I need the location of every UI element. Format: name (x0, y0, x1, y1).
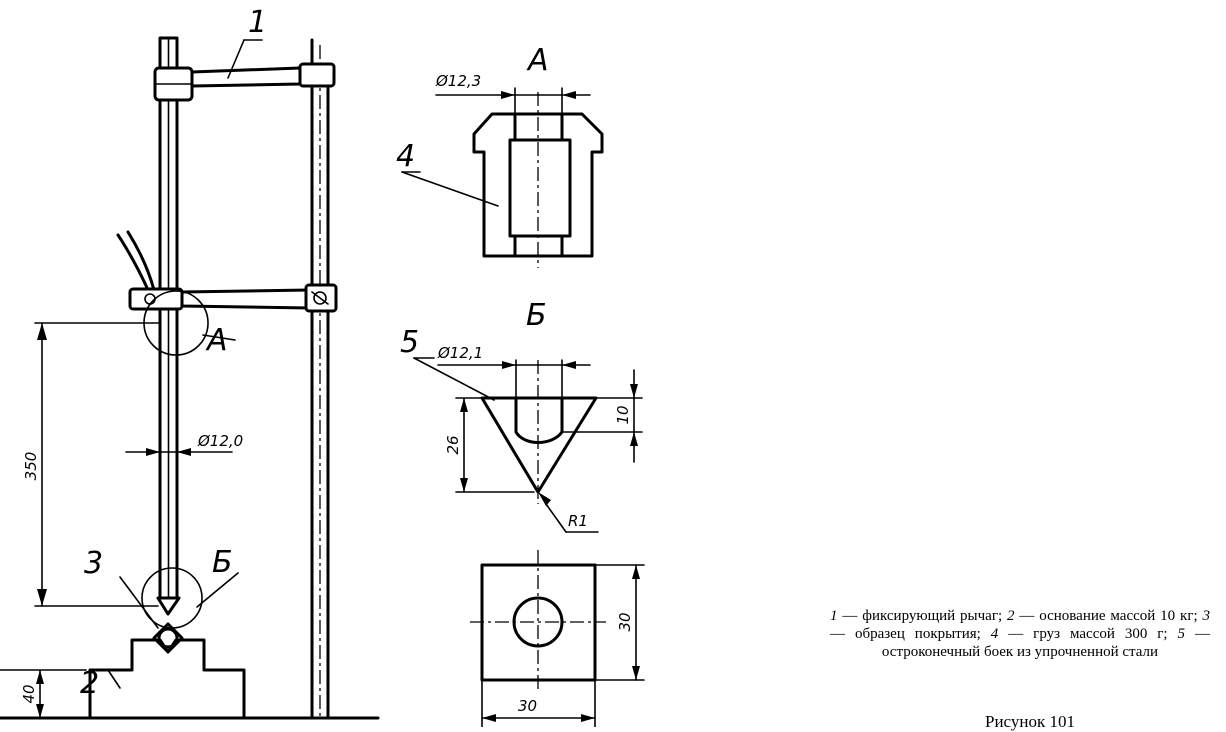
label-a-main: А (205, 323, 228, 358)
label-5: 5 (400, 325, 419, 360)
label-3: 3 (84, 546, 103, 581)
leader-4 (401, 171, 499, 207)
leader-a (202, 334, 236, 341)
leader-r1 (545, 503, 567, 533)
leader-3 (119, 576, 159, 629)
dim-block-width: 30 (518, 697, 537, 715)
sample (157, 627, 179, 649)
middle-lever (180, 288, 312, 310)
detail-b-title: Б (526, 298, 547, 333)
fixing-lever (190, 66, 302, 88)
dim-striker-top: 10 (614, 405, 632, 424)
detail-a-title: А (526, 43, 549, 78)
leader-2 (107, 669, 121, 689)
detail-b-striker (413, 357, 643, 533)
dim-drop-height: 350 (22, 452, 40, 481)
detail-a-weight (401, 87, 604, 268)
dim-rod: Ø12,0 (197, 432, 243, 450)
dim-tip-radius: R1 (568, 512, 588, 530)
striker-socket (514, 396, 564, 444)
leader-5 (413, 357, 495, 401)
dim-block-height: 30 (616, 612, 634, 631)
tester-assembly (0, 36, 380, 720)
figure-legend: 1 — фиксирующий рычаг; 2 — основание мас… (830, 608, 1211, 660)
handle-grip (116, 233, 150, 292)
weight-cavity (508, 138, 572, 238)
striker-top-view (470, 550, 645, 727)
dim-striker-total: 26 (444, 435, 462, 454)
leader-b (196, 572, 239, 608)
lever-head (298, 62, 336, 88)
label-b-main: Б (212, 545, 233, 580)
leader-1 (227, 39, 245, 79)
dim-weight-bore: Ø12,3 (435, 72, 481, 90)
detail-b-circle (141, 567, 203, 629)
label-2: 2 (80, 666, 99, 701)
weight-outline (472, 112, 604, 258)
label-4: 4 (396, 139, 415, 174)
dim-base-height: 40 (20, 684, 38, 703)
striker-tip (156, 596, 181, 616)
dim-striker-shank: Ø12,1 (437, 344, 483, 362)
figure-caption: Рисунок 101 (985, 712, 1075, 731)
label-1: 1 (248, 5, 267, 40)
